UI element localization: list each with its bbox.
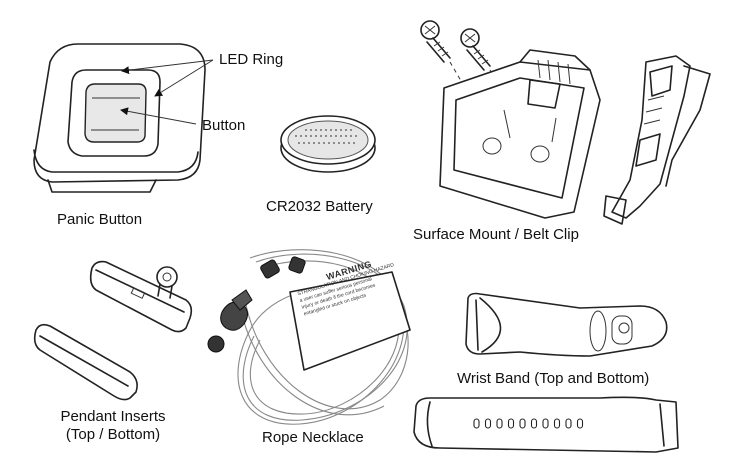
band-hole: [496, 418, 503, 429]
band-hole: [553, 418, 561, 429]
band-hole: [576, 418, 584, 429]
led-ring-label: LED Ring: [219, 51, 284, 68]
band-hole: [519, 418, 526, 429]
rope-necklace-illustration: [207, 249, 411, 425]
battery-illustration: [280, 115, 376, 173]
band-holes: [473, 418, 584, 429]
pendant-inserts-illustration: [33, 260, 193, 401]
band-hole: [542, 418, 549, 429]
button-label: Button: [202, 117, 246, 134]
wrist-band-bottom-illustration: [413, 396, 679, 453]
pendant-inserts-label-line2: (Top / Bottom): [65, 426, 161, 443]
panic-button-illustration: [33, 43, 214, 193]
band-hole: [507, 418, 515, 429]
pendant-inserts-label-line1: Pendant Inserts: [60, 408, 166, 425]
surface-mount-illustration: [439, 49, 601, 219]
band-hole: [530, 418, 538, 429]
wrist-band-top-illustration: [465, 292, 668, 357]
wrist-band-label: Wrist Band (Top and Bottom): [457, 370, 650, 387]
band-hole: [484, 418, 492, 429]
pendant-inserts-label: Pendant Inserts (Top / Bottom): [50, 408, 176, 444]
band-hole: [473, 418, 480, 429]
mount-label: Surface Mount / Belt Clip: [413, 226, 579, 243]
band-hole: [565, 418, 572, 429]
rope-necklace-label: Rope Necklace: [262, 429, 364, 446]
belt-clip-illustration: [603, 55, 711, 225]
panic-button-label: Panic Button: [57, 211, 143, 228]
battery-label: CR2032 Battery: [266, 198, 373, 215]
